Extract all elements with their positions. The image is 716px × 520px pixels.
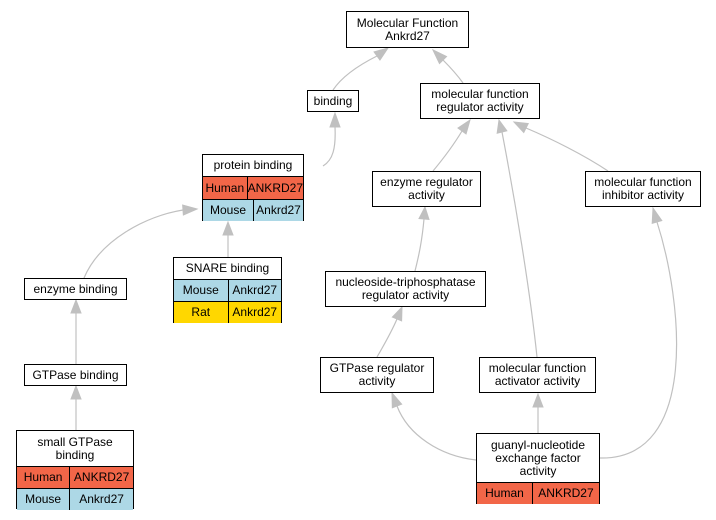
species-cell: Human xyxy=(477,483,532,504)
edge-gtpase-regulator-to-ntpase xyxy=(376,318,398,358)
node-enzyme-regulator[interactable]: enzyme regulator activity xyxy=(372,171,481,207)
node-title: guanyl-nucleotide exchange factor activi… xyxy=(490,437,586,478)
gene-cell: ANKRD27 xyxy=(531,483,600,504)
arrowhead-small-gtpase-to-gtpase-binding xyxy=(70,384,82,400)
species-cell: Mouse xyxy=(17,489,70,510)
arrowhead-ntpase-to-enzyme-regulator xyxy=(418,205,430,220)
node-protein-binding[interactable]: protein binding Human ANKRD27 Mouse Ankr… xyxy=(202,154,304,221)
node-enzyme-binding[interactable]: enzyme binding xyxy=(24,278,127,300)
node-title: Molecular Function Ankrd27 xyxy=(356,15,459,43)
annotation-row: Mouse Ankrd27 xyxy=(17,488,134,510)
arrowhead-gef-to-mf-activator xyxy=(532,392,544,408)
node-gtpase-regulator[interactable]: GTPase regulator activity xyxy=(320,357,434,393)
species-cell: Mouse xyxy=(174,280,228,301)
arrowhead-gtpase-regulator-to-ntpase xyxy=(391,305,403,322)
species-cell: Mouse xyxy=(203,200,253,221)
node-title: molecular function regulator activity xyxy=(431,87,529,114)
arrowhead-enzyme-regulator-to-mf-regulator xyxy=(457,118,471,135)
node-title: enzyme binding xyxy=(33,281,118,296)
node-root[interactable]: Molecular Function Ankrd27 xyxy=(346,11,469,48)
node-title: nucleoside-triphosphatase regulator acti… xyxy=(335,275,476,302)
gene-cell: Ankrd27 xyxy=(227,302,281,323)
node-title: SNARE binding xyxy=(185,261,270,275)
edge-mf-regulator-to-root xyxy=(442,59,464,84)
edge-enzyme-binding-to-protein-binding xyxy=(83,209,184,279)
annotation-row: Human ANKRD27 xyxy=(17,466,134,488)
node-title: GTPase binding xyxy=(32,367,119,382)
gene-cell: Ankrd27 xyxy=(227,280,281,301)
edge-gef-to-mf-inhibitor xyxy=(599,221,678,459)
edge-enzyme-regulator-to-mf-regulator xyxy=(432,130,463,172)
node-gtpase-binding[interactable]: GTPase binding xyxy=(24,364,127,386)
arrowhead-binding-to-root xyxy=(373,47,390,61)
annotation-row: Mouse Ankrd27 xyxy=(174,279,281,301)
node-small-gtpase-binding[interactable]: small GTPase binding Human ANKRD27 Mouse… xyxy=(16,430,134,510)
species-cell: Human xyxy=(17,467,70,488)
arrowhead-enzyme-binding-to-protein-binding xyxy=(182,204,199,216)
node-title: molecular function activator activity xyxy=(488,361,587,388)
edge-binding-to-root xyxy=(332,55,378,91)
gene-cell: Ankrd27 xyxy=(253,200,303,221)
arrowhead-protein-binding-to-binding xyxy=(329,111,341,128)
arrowhead-mf-activator-to-mf-regulator xyxy=(496,118,508,134)
node-ntpase-regulator[interactable]: nucleoside-triphosphatase regulator acti… xyxy=(325,271,486,307)
arrowhead-snare-to-protein-binding xyxy=(222,220,234,236)
edge-mf-inhibitor-to-mf-regulator xyxy=(525,127,609,172)
arrowhead-gtpase-binding-to-enzyme-binding xyxy=(70,298,82,314)
arrowhead-mf-regulator-to-root xyxy=(431,48,448,65)
gene-cell: Ankrd27 xyxy=(69,489,134,510)
edge-protein-binding-to-binding xyxy=(322,126,336,167)
annotation-row: Human ANKRD27 xyxy=(477,482,600,504)
annotation-row: Rat Ankrd27 xyxy=(174,301,281,323)
species-cell: Human xyxy=(203,177,247,199)
gene-cell: ANKRD27 xyxy=(69,467,134,488)
annotation-row: Mouse Ankrd27 xyxy=(203,199,303,221)
annotation-row: Human ANKRD27 xyxy=(203,176,303,199)
species-cell: Rat xyxy=(174,302,228,323)
arrowhead-mf-inhibitor-to-mf-regulator xyxy=(512,121,530,134)
edge-ntpase-to-enzyme-regulator xyxy=(414,218,425,272)
node-binding[interactable]: binding xyxy=(307,90,359,112)
gene-cell: ANKRD27 xyxy=(246,177,303,199)
node-title: protein binding xyxy=(213,158,293,172)
node-gef-activity[interactable]: guanyl-nucleotide exchange factor activi… xyxy=(476,433,600,504)
node-title: small GTPase binding xyxy=(37,434,113,462)
node-mf-regulator[interactable]: molecular function regulator activity xyxy=(420,83,540,119)
node-title: binding xyxy=(313,93,353,108)
node-snare-binding[interactable]: SNARE binding Mouse Ankrd27 Rat Ankrd27 xyxy=(173,257,282,323)
arrowhead-gef-to-mf-inhibitor xyxy=(651,206,663,225)
node-title: GTPase regulator activity xyxy=(329,361,425,388)
edge-gef-to-gtpase-regulator xyxy=(396,405,477,461)
node-title: molecular function inhibitor activity xyxy=(594,175,692,202)
node-title: enzyme regulator activity xyxy=(380,175,473,202)
node-mf-inhibitor[interactable]: molecular function inhibitor activity xyxy=(585,171,701,207)
node-mf-activator[interactable]: molecular function activator activity xyxy=(479,357,596,393)
arrowhead-gef-to-gtpase-regulator xyxy=(391,391,403,409)
edge-mf-activator-to-mf-regulator xyxy=(501,131,538,358)
